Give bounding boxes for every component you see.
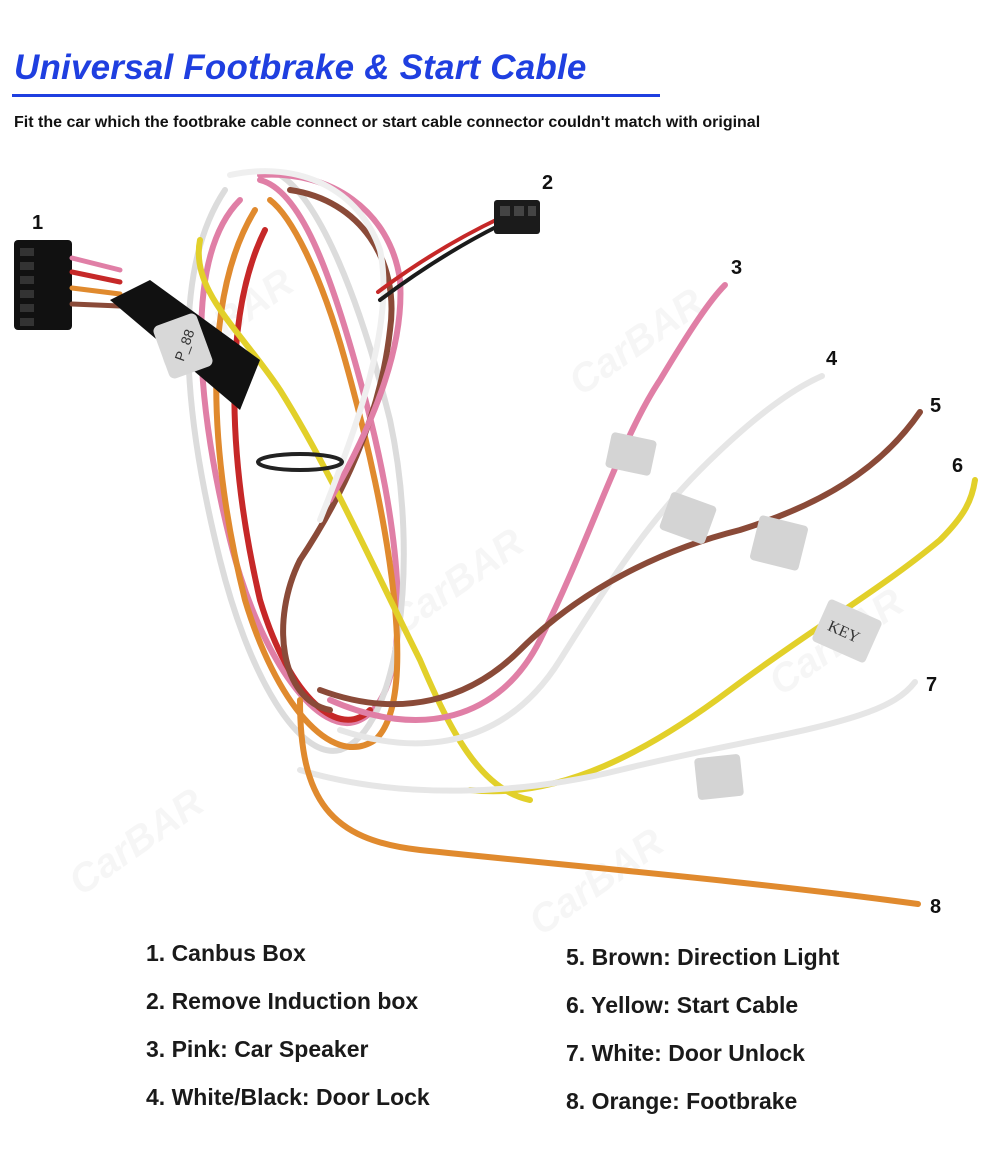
callout-6: 6 — [952, 455, 964, 477]
callout-4: 4 — [826, 348, 838, 370]
wire-7-white — [297, 679, 918, 794]
legend-item-start-cable: 6. Yellow: Start Cable — [566, 992, 799, 1018]
connector-tag — [153, 313, 213, 379]
wire-coil-white — [185, 172, 407, 754]
canbus-connector — [14, 240, 72, 330]
callout-5: 5 — [930, 395, 942, 417]
tag-wire-7 — [694, 754, 744, 800]
callout-3: 3 — [731, 257, 743, 279]
wire-connector-2-red — [376, 216, 502, 294]
legend-item-induction-box: 2. Remove Induction box — [146, 988, 419, 1014]
page-subtitle: Fit the car which the footbrake cable co… — [14, 114, 761, 131]
callout-7: 7 — [926, 674, 938, 696]
legend-item-canbus-box: 1. Canbus Box — [146, 940, 306, 966]
wire-6-yellow — [467, 477, 978, 795]
callout-2: 2 — [542, 172, 554, 194]
wire-4-white — [337, 373, 825, 747]
tag-wire-5 — [750, 515, 808, 571]
wire-connector-2-black — [378, 223, 502, 302]
title-underline — [12, 94, 660, 97]
induction-connector — [494, 200, 540, 234]
wire-coil-yellow — [195, 237, 533, 803]
wire-8-orange — [297, 697, 921, 907]
legend-item-direction-light: 5. Brown: Direction Light — [566, 944, 840, 970]
wire-5-brown — [317, 409, 923, 708]
legend-item-car-speaker: 3. Pink: Car Speaker — [146, 1036, 369, 1062]
tag-wire-3 — [605, 432, 657, 476]
legend-item-door-unlock: 7. White: Door Unlock — [566, 1040, 805, 1066]
tag-wire-6 — [812, 599, 882, 663]
legend-item-footbrake: 8. Orange: Footbrake — [566, 1088, 798, 1114]
wire-coil-white-2 — [227, 168, 387, 523]
callout-1: 1 — [32, 212, 44, 234]
tag-wire-4 — [659, 492, 717, 544]
cable-tie — [256, 452, 344, 472]
wire-coil-red — [231, 227, 373, 723]
wire-3-pink — [327, 282, 728, 723]
legend-item-door-lock: 4. White/Black: Door Lock — [146, 1084, 430, 1110]
callout-8: 8 — [930, 896, 942, 918]
page-title: Universal Footbrake & Start Cable — [14, 48, 587, 87]
